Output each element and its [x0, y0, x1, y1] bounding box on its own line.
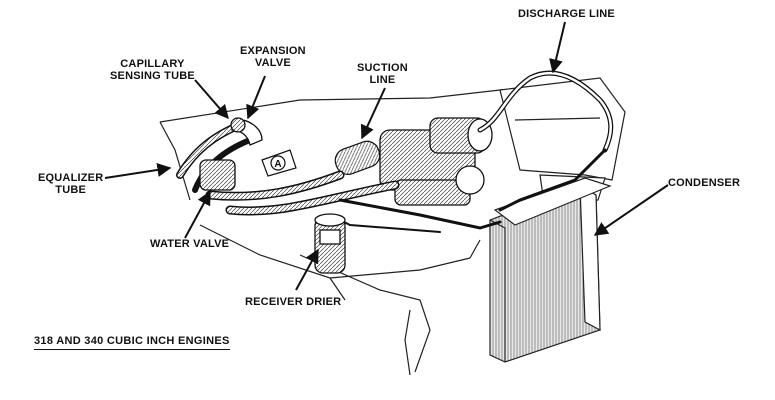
leader-suction — [360, 87, 386, 140]
expansion-valve — [199, 117, 263, 191]
leader-discharge-line — [549, 21, 566, 74]
label-receiver-drier: RECEIVER DRIER — [245, 296, 342, 308]
leader-condenser — [593, 184, 669, 236]
leader-receiver-drier — [295, 248, 319, 291]
label-expansion-valve: EXPANSION VALVE — [240, 45, 306, 69]
label-suction-line: SUCTION LINE — [357, 62, 408, 86]
leader-lines — [104, 21, 669, 291]
muffler — [334, 140, 381, 175]
callout-a-label: A — [274, 159, 281, 170]
leader-expansion — [246, 75, 266, 120]
condenser-core — [489, 177, 612, 363]
label-capillary-sensing-tube: CAPILLARY SENSING TUBE — [110, 58, 195, 82]
leader-capillary — [194, 79, 229, 120]
label-discharge-line: DISCHARGE LINE — [518, 8, 615, 20]
leader-equalizer — [104, 162, 172, 179]
leader-water-valve — [184, 190, 211, 239]
label-water-valve: WATER VALVE — [150, 238, 230, 250]
receiver-drier — [314, 213, 346, 274]
callout-a-tag: A — [261, 149, 297, 177]
figure-caption: 318 AND 340 CUBIC INCH ENGINES — [34, 335, 230, 350]
compressor — [379, 117, 493, 206]
label-condenser: CONDENSER — [668, 177, 741, 189]
label-equalizer-tube: EQUALIZER TUBE — [38, 172, 104, 196]
